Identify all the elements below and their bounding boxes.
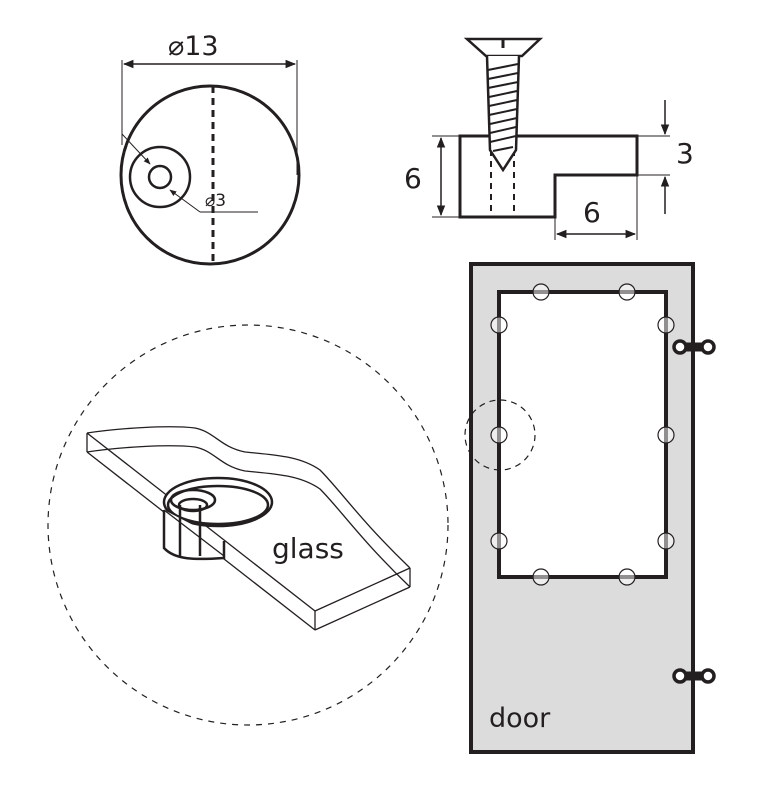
fixing-icon [490,532,508,550]
detail-circle [47,324,449,726]
fixing-icon [618,283,636,301]
door-label: door [489,703,551,734]
fixing-icon [657,532,675,550]
door-view [464,262,716,754]
recess-ring [128,145,192,209]
step-height-label: 3 [676,137,694,170]
fixing-points [490,283,675,586]
screw-icon [463,37,544,173]
fixing-icon [490,316,508,334]
hole-diameter-label: ⌀3 [205,191,226,211]
glass-window [497,290,668,579]
fixing-profile [458,134,639,219]
height-label: 6 [404,162,422,195]
fixing-icon [618,568,636,586]
glass-label: glass [272,532,344,565]
detail-view [47,324,449,726]
fixing-icon [532,283,550,301]
fixing-detail [162,476,274,561]
glass-pane [86,426,411,631]
side-view [432,37,670,240]
hinge-icon [672,339,716,355]
fixing-icon [657,426,675,444]
step-width-label: 6 [583,196,601,229]
screw-hole [147,164,173,190]
fixing-icon [657,316,675,334]
disc-outline [119,84,301,266]
detail-marker-circle [464,399,536,471]
hinge-icon [672,668,716,684]
outer-diameter-label: ⌀13 [168,31,219,62]
top-view [119,59,301,266]
fixing-icon [490,426,508,444]
fixing-icon [532,568,550,586]
